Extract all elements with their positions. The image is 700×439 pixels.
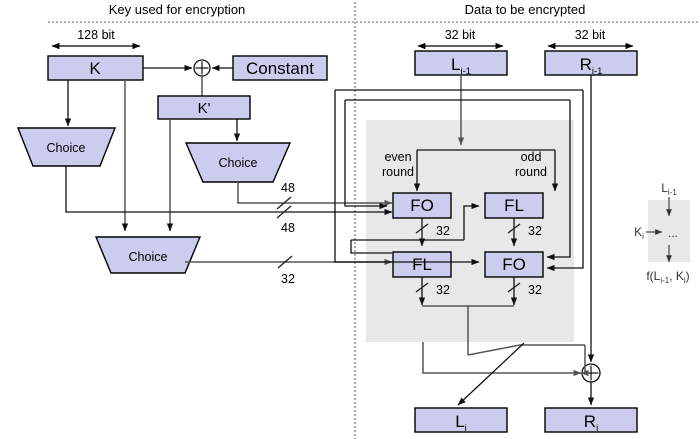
constant-box-label: Constant xyxy=(246,59,314,78)
width-fl-odd-out: 32 xyxy=(528,224,542,238)
wire-f-output-into-xor xyxy=(580,345,589,377)
fo-odd-label: FO xyxy=(502,255,526,274)
right-section-title: Data to be encrypted xyxy=(465,2,586,17)
choice-bottom-label: Choice xyxy=(129,250,168,264)
odd-round-label-line2: round xyxy=(515,165,547,179)
wire-fo-even-tap-to-fl-odd xyxy=(463,202,480,240)
left-section-title: Key used for encryption xyxy=(109,2,246,17)
fl-even-box[interactable] xyxy=(392,251,452,278)
slash-fl-even-out xyxy=(415,282,429,293)
wire-tap-into-fl-even xyxy=(350,240,392,254)
input-left-box[interactable] xyxy=(414,50,508,76)
odd-round-label-line1: odd xyxy=(521,150,542,164)
choice-top-right-label: Choice xyxy=(219,156,258,170)
input-left-label: Li-1 xyxy=(451,55,471,77)
choice-bottom[interactable] xyxy=(94,236,202,274)
fo-even-box[interactable] xyxy=(392,192,452,219)
wire-cross-to-output-left xyxy=(457,342,525,406)
output-left-label: Li xyxy=(455,412,467,434)
left-input-width-label: 32 bit xyxy=(445,28,476,42)
kprime-box[interactable] xyxy=(157,95,251,120)
bus-slash-32 xyxy=(277,255,293,269)
wire-feedback-inner-right-down xyxy=(546,100,571,261)
wire-feedback-right-down xyxy=(546,90,584,272)
bus-label-48-lower: 48 xyxy=(281,221,295,235)
fl-even-label: FL xyxy=(412,255,432,274)
choice-top-right[interactable] xyxy=(184,142,292,183)
fo-odd-box[interactable] xyxy=(484,251,544,278)
wire-choice-right-to-fo xyxy=(237,182,393,207)
output-right-box[interactable] xyxy=(544,407,638,433)
choice-top-left[interactable] xyxy=(16,127,117,167)
wire-feedback-inner-to-fo-even xyxy=(344,100,388,210)
bus-label-32: 32 xyxy=(281,272,295,286)
width-fo-odd-out: 32 xyxy=(528,283,542,297)
round-body-panel xyxy=(366,120,574,342)
bus-slash-48-lower xyxy=(276,205,292,219)
fo-even-label: FO xyxy=(410,196,434,215)
width-fl-even-out: 32 xyxy=(436,283,450,297)
key-box-label: K xyxy=(89,59,101,78)
wire-merged-to-xor-feed xyxy=(467,344,585,356)
even-round-label-line2: round xyxy=(382,165,414,179)
legend-output-label: f(Li-1, Ki) xyxy=(646,269,689,285)
bus-label-48-upper: 48 xyxy=(281,181,295,195)
key-width-label: 128 bit xyxy=(77,28,115,42)
input-right-label: Ri-1 xyxy=(580,55,603,77)
wire-feedback-outer-to-fo-odd xyxy=(334,90,480,266)
legend-body-label: ... xyxy=(668,226,678,240)
output-left-box[interactable] xyxy=(414,407,508,433)
output-right-label: Ri xyxy=(584,412,598,434)
legend-key-label: Ki xyxy=(634,225,644,241)
key-box[interactable] xyxy=(47,55,144,81)
wire-left-branch-into-xor xyxy=(422,342,582,377)
choice-top-left-label: Choice xyxy=(47,141,86,155)
kprime-box-label: K' xyxy=(198,100,211,117)
slash-fo-odd-out xyxy=(507,282,521,293)
even-round-label-line1: even xyxy=(384,150,411,164)
legend-input-label: Li-1 xyxy=(661,181,677,197)
fl-odd-label: FL xyxy=(504,196,524,215)
bus-slash-48-upper xyxy=(276,196,292,210)
right-input-width-label: 32 bit xyxy=(575,28,606,42)
width-fo-even-out: 32 xyxy=(436,224,450,238)
slash-fo-even-out xyxy=(415,223,429,234)
input-right-box[interactable] xyxy=(544,50,638,76)
slash-fl-odd-out xyxy=(507,223,521,234)
